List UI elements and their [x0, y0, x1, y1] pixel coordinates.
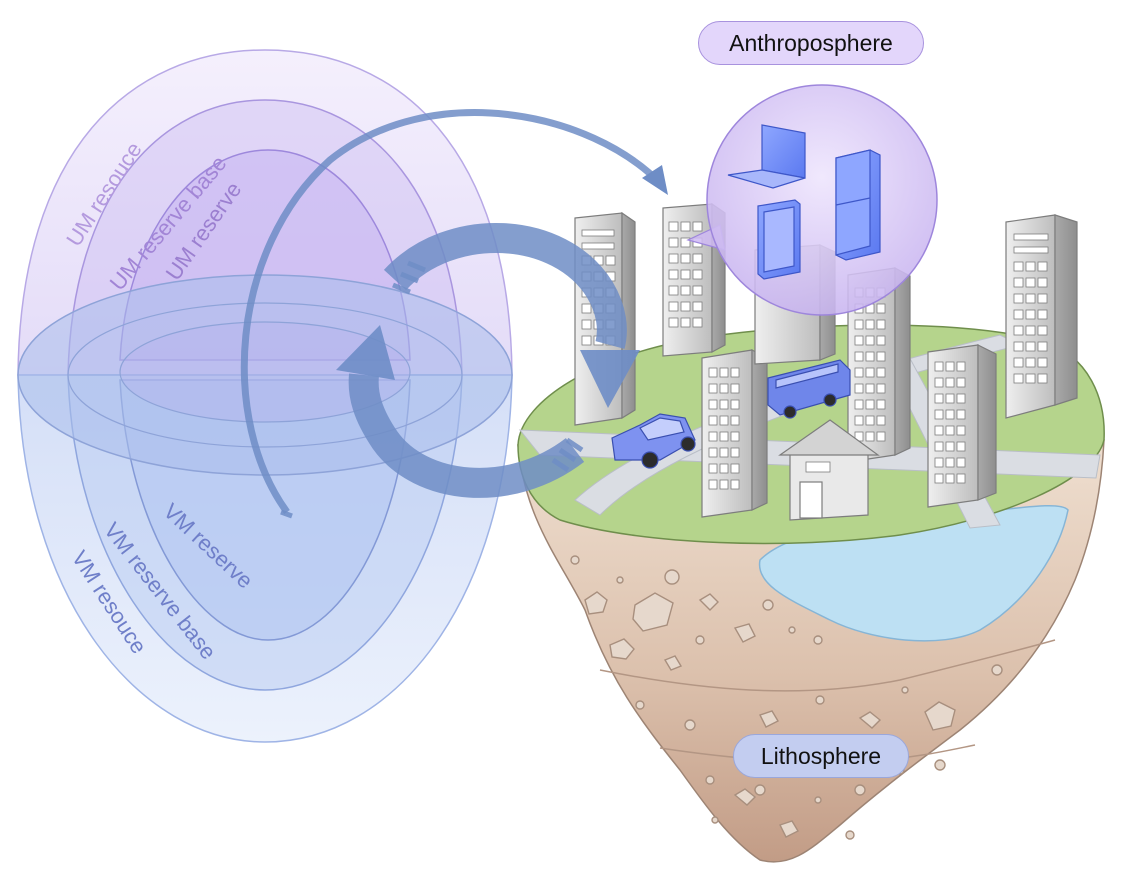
building-3 [1005, 214, 1078, 419]
laptop-icon [727, 124, 806, 189]
resource-ellipsoid: UM resouce UM reserve base UM reserve VM… [17, 49, 513, 743]
building-6 [701, 349, 768, 518]
thick-arrow-top [383, 222, 627, 349]
lithosphere-label: Lithosphere [733, 734, 909, 778]
flow-arrows [240, 109, 668, 519]
thick-arrow-top-head [580, 350, 640, 408]
thick-arrow-bottom [348, 373, 585, 498]
thick-arrow-bottom-head [336, 325, 395, 380]
bus [767, 359, 851, 419]
arrow-tail-dashes [280, 260, 584, 519]
tablet-icon [757, 199, 801, 280]
device-bubble [686, 84, 938, 316]
anthroposphere-label: Anthroposphere [698, 21, 924, 65]
equator-ring-mid [67, 302, 463, 448]
car [611, 413, 696, 469]
building-5 [927, 344, 997, 508]
stratum-line-1 [599, 639, 1056, 692]
city-island [517, 84, 1105, 863]
rocks [570, 555, 1003, 840]
equator-ring-inner [119, 321, 411, 423]
thin-arc-arrowhead [642, 165, 668, 195]
refrigerator-icon [835, 149, 881, 261]
thin-arc-arrow [240, 109, 665, 515]
small-house [778, 419, 880, 521]
